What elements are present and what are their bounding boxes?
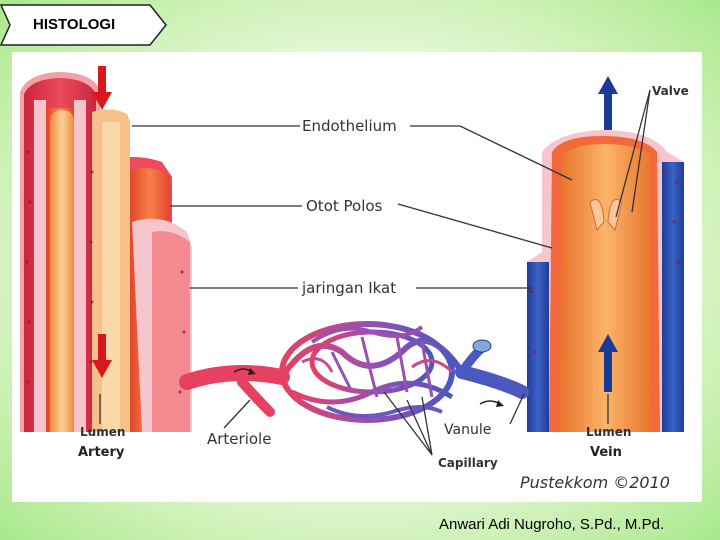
- credit-text: Pustekkom ©2010: [520, 473, 670, 492]
- artery-flow-arrow-bottom: [98, 334, 106, 364]
- blood-vessel-diagram: Endothelium Otot Polos jaringan Ikat Val…: [20, 66, 689, 492]
- vein-flow-arrow-top: [598, 76, 618, 94]
- label-vanule: Vanule: [444, 422, 491, 438]
- label-jaringan-ikat: jaringan Ikat: [301, 279, 396, 297]
- title-tag-shape: [0, 4, 167, 46]
- diagram-panel: Endothelium Otot Polos jaringan Ikat Val…: [12, 52, 702, 502]
- vein-flow-arrow-bottom: [598, 334, 618, 352]
- vein-illustration: [527, 76, 684, 432]
- label-artery: Artery: [78, 445, 125, 460]
- label-valve: Valve: [652, 84, 689, 98]
- label-lumen-vein: Lumen: [586, 425, 631, 439]
- page-title: HISTOLOGI: [33, 16, 116, 33]
- capillary-bed: [179, 321, 529, 423]
- artery-illustration: [20, 66, 192, 432]
- label-capillary: Capillary: [438, 456, 498, 470]
- artery-flow-arrow-top: [98, 66, 106, 96]
- label-endothelium: Endothelium: [302, 117, 397, 135]
- label-lumen-artery: Lumen: [80, 425, 125, 439]
- leader-lines: [99, 89, 651, 456]
- author-name: Anwari Adi Nugroho, S.Pd., M.Pd.: [439, 516, 665, 533]
- label-vein: Vein: [590, 445, 622, 460]
- label-otot-polos: Otot Polos: [306, 197, 383, 215]
- label-arteriole: Arteriole: [207, 430, 271, 448]
